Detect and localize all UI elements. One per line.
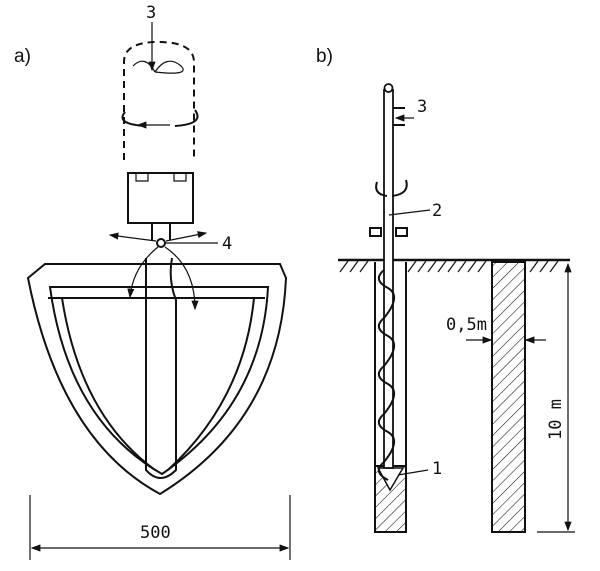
dimension-depth: 10 m [546,399,566,440]
gearbox-notches [135,173,187,182]
dimension-500: 500 [140,523,171,543]
callout-2: 2 [432,201,442,221]
beater-paddle [26,257,288,496]
panel-b-label: b) [316,46,333,67]
spray-arrow-right [165,231,208,242]
nozzle-point [156,238,166,248]
width-dimension: 500 [29,495,291,560]
dimension-diameter: 0,5m [446,315,487,335]
spray-arrow-left [108,232,157,242]
auger-flight [377,269,395,481]
gearbox [127,172,194,224]
finished-pile: 0,5m [446,261,546,533]
callout-3-a: 3 [146,3,156,23]
callout-4: 4 [222,234,232,254]
callout-3-b: 3 [417,97,427,117]
flow-arrow-left [127,246,159,299]
dashed-motor-outline [123,40,195,160]
depth-dimension: 10 m [537,262,575,533]
guide-block-right [395,227,408,237]
rotation-ellipse [121,109,199,127]
rotation-arrow-icon [375,179,408,197]
auger-rod: 3 2 1 [369,83,442,481]
mixer-drive-unit: 3 4 [108,3,232,311]
ground-surface [338,258,570,273]
panel-a-label: a) [14,46,31,67]
flow-arrow-right [164,246,199,311]
dashed-top-twist [132,60,184,74]
guide-block-left [369,227,382,237]
callout-1: 1 [432,459,442,479]
